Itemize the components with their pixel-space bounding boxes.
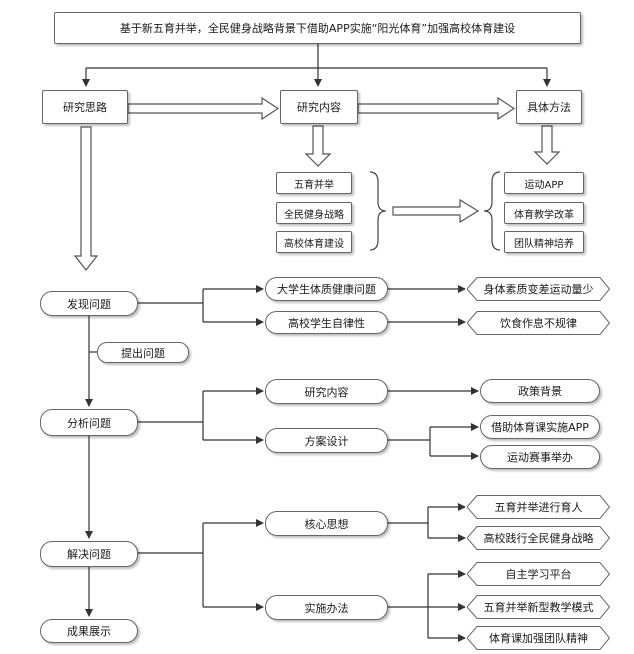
health-result-box: 身体素质变差运动量少 — [467, 277, 610, 301]
result-show-label: 成果展示 — [67, 625, 111, 638]
core-result-box: 五育并举进行育人 — [467, 495, 610, 519]
raise-problem-box: 提出问题 — [97, 342, 189, 363]
content-item-label: 全民健身战略 — [284, 209, 344, 221]
method-result-label: 体育课加强团队精神 — [489, 632, 588, 645]
plan-result-label: 运动赛事举办 — [507, 451, 573, 464]
hollow-arrow-down-long — [73, 126, 99, 271]
core-idea-label: 核心思想 — [304, 517, 349, 531]
method-result-box: 五育并举新型教学模式 — [467, 595, 610, 619]
research-content-label: 研究内容 — [297, 101, 341, 114]
method-result-box: 体育课加强团队精神 — [467, 626, 610, 650]
hollow-arrow-right-group — [392, 198, 480, 224]
method-result-label: 五育并举新型教学模式 — [483, 601, 594, 614]
hollow-arrow-down-method — [533, 125, 561, 165]
analyze-problem-label: 分析问题 — [67, 416, 111, 430]
method-item: 体育教学改革 — [504, 202, 584, 224]
research-idea-label: 研究思路 — [63, 101, 107, 114]
research-content-box: 研究内容 — [280, 90, 358, 124]
health-result-label: 身体素质变差运动量少 — [483, 283, 594, 296]
method-item-label: 体育教学改革 — [514, 209, 574, 221]
discipline-result-box: 饮食作息不规律 — [467, 311, 610, 335]
policy-background-label: 政策背景 — [518, 385, 562, 398]
method-result-label: 自主学习平台 — [505, 568, 572, 581]
research-idea-box: 研究思路 — [42, 90, 128, 124]
plan-result-box: 运动赛事举办 — [480, 445, 600, 469]
plan-design-box: 方案设计 — [265, 428, 388, 453]
hollow-arrow-right-1 — [127, 96, 280, 121]
core-result-label: 五育并举进行育人 — [494, 501, 583, 514]
solve-problem-label: 解决问题 — [67, 548, 111, 561]
plan-design-label: 方案设计 — [304, 434, 349, 448]
discipline-result-label: 饮食作息不规律 — [500, 317, 577, 330]
core-result-label: 高校践行全民健身战略 — [483, 532, 594, 545]
method-item: 团队精神培养 — [504, 231, 584, 253]
content-item: 五育并举 — [276, 172, 352, 194]
analyze-problem-box: 分析问题 — [40, 409, 138, 436]
brace-left — [483, 171, 501, 251]
content-item: 全民健身战略 — [276, 202, 352, 224]
raise-problem-label: 提出问题 — [121, 346, 165, 360]
specific-method-box: 具体方法 — [516, 90, 582, 124]
discover-problem-box: 发现问题 — [40, 291, 138, 316]
health-issue-label: 大学生体质健康问题 — [277, 283, 376, 296]
content-item-label: 高校体育建设 — [284, 238, 344, 250]
implementation-box: 实施办法 — [265, 595, 388, 620]
hollow-arrow-right-2 — [357, 96, 516, 121]
solve-problem-box: 解决问题 — [40, 541, 138, 567]
method-item-label: 运动APP — [524, 179, 564, 191]
hollow-arrow-down-content — [304, 125, 332, 167]
plan-result-box: 借助体育课实施APP — [480, 415, 600, 439]
top-title: 基于新五育并举，全民健身战略背景下借助APP实施“阳光体育”加强高校体育建设 — [119, 22, 516, 35]
top-title-box: 基于新五育并举，全民健身战略背景下借助APP实施“阳光体育”加强高校体育建设 — [54, 12, 581, 44]
discipline-label: 高校学生自律性 — [288, 316, 365, 330]
method-item-label: 团队精神培养 — [514, 238, 574, 250]
policy-background-box: 政策背景 — [480, 379, 600, 403]
core-result-box: 高校践行全民健身战略 — [467, 526, 610, 550]
core-idea-box: 核心思想 — [265, 511, 388, 536]
brace-right — [369, 171, 387, 251]
method-result-box: 自主学习平台 — [467, 562, 610, 586]
content-item: 高校体育建设 — [276, 231, 352, 253]
analyze-content-label: 研究内容 — [304, 385, 349, 399]
method-item: 运动APP — [504, 172, 584, 194]
result-show-box: 成果展示 — [40, 619, 138, 643]
analyze-content-box: 研究内容 — [265, 379, 388, 404]
specific-method-label: 具体方法 — [527, 101, 571, 114]
implementation-label: 实施办法 — [304, 601, 349, 615]
discover-problem-label: 发现问题 — [67, 297, 111, 311]
discipline-box: 高校学生自律性 — [265, 311, 388, 334]
health-issue-box: 大学生体质健康问题 — [265, 277, 388, 301]
content-item-label: 五育并举 — [294, 179, 334, 191]
plan-result-label: 借助体育课实施APP — [491, 421, 589, 434]
